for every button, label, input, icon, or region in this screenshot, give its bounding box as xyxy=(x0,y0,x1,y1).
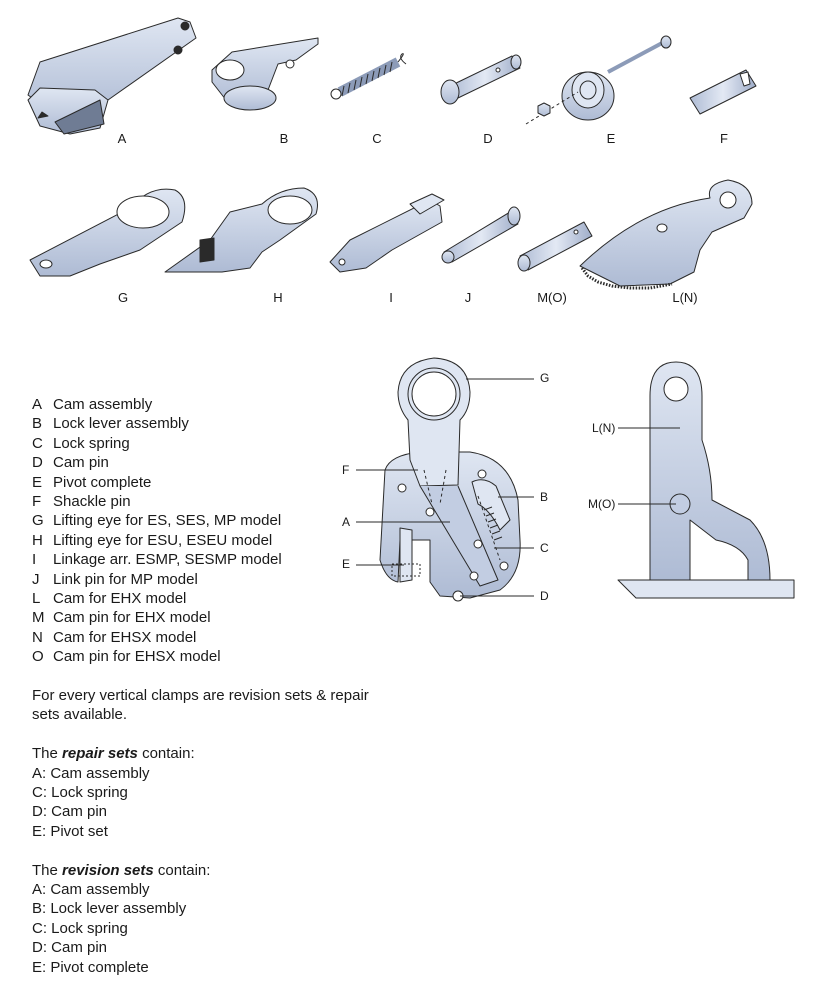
part-g-lifting-eye xyxy=(29,188,186,277)
part-b-lock-lever xyxy=(211,37,319,111)
part-label-g: G xyxy=(117,290,129,305)
clamp-assembly-drawing xyxy=(379,357,521,602)
list-item: C: Lock spring xyxy=(32,919,128,937)
callout-d: D xyxy=(540,589,549,603)
cam-leader-lines xyxy=(618,427,680,505)
callout-b: B xyxy=(540,490,549,504)
part-d-cam-pin xyxy=(440,54,522,105)
part-label-ln: L(N) xyxy=(672,290,698,305)
callout-g: G xyxy=(540,371,550,385)
clamp-leader-lines xyxy=(356,378,534,597)
part-label-a: A xyxy=(117,131,127,146)
list-item: A: Cam assembly xyxy=(32,881,150,899)
part-label-j: J xyxy=(464,290,472,305)
list-item: A: Cam assembly xyxy=(32,764,150,782)
part-label-c: C xyxy=(372,131,382,146)
callout-ln: L(N) xyxy=(592,421,616,435)
callout-a: A xyxy=(342,515,351,529)
part-a-cam-assembly xyxy=(27,17,197,135)
part-label-h: H xyxy=(273,290,283,305)
list-item: C: Lock spring xyxy=(32,784,128,802)
repair-sets-list: A: Cam assembly C: Lock spring D: Cam pi… xyxy=(32,764,372,842)
part-e-pivot xyxy=(525,35,672,125)
part-label-d: D xyxy=(483,131,493,146)
part-h-lifting-eye xyxy=(164,187,318,273)
callout-c: C xyxy=(540,541,549,555)
part-i-linkage xyxy=(329,193,445,273)
list-item: B: Lock lever assembly xyxy=(32,900,187,918)
part-label-mo: M(O) xyxy=(537,290,567,305)
repair-sets-heading: The repair sets contain: xyxy=(32,745,195,763)
part-j-link-pin xyxy=(441,206,521,264)
list-item: E: Pivot complete xyxy=(32,958,149,976)
sets-intro: For every vertical clamps are revision s… xyxy=(32,687,369,724)
part-label-i: I xyxy=(389,290,393,305)
part-label-f: F xyxy=(720,131,728,146)
list-item: D: Cam pin xyxy=(32,803,108,821)
revision-sets-heading: The revision sets contain: xyxy=(32,861,211,879)
part-mo-cam-pin xyxy=(517,221,593,272)
part-label-b: B xyxy=(279,131,289,146)
callout-mo: M(O) xyxy=(588,497,616,511)
list-item: D: Cam pin xyxy=(32,939,108,957)
callout-e: E xyxy=(342,557,351,571)
cam-side-view xyxy=(617,361,795,599)
part-ln-cam xyxy=(579,179,753,290)
list-item: E: Pivot set xyxy=(32,822,108,840)
callout-f: F xyxy=(342,463,350,477)
part-c-lock-spring xyxy=(330,53,407,100)
part-f-shackle-pin xyxy=(689,69,757,115)
sets-notes: For every vertical clamps are revision s… xyxy=(32,686,372,977)
part-label-e: E xyxy=(606,131,616,146)
revision-sets-list: A: Cam assembly B: Lock lever assembly C… xyxy=(32,880,372,977)
